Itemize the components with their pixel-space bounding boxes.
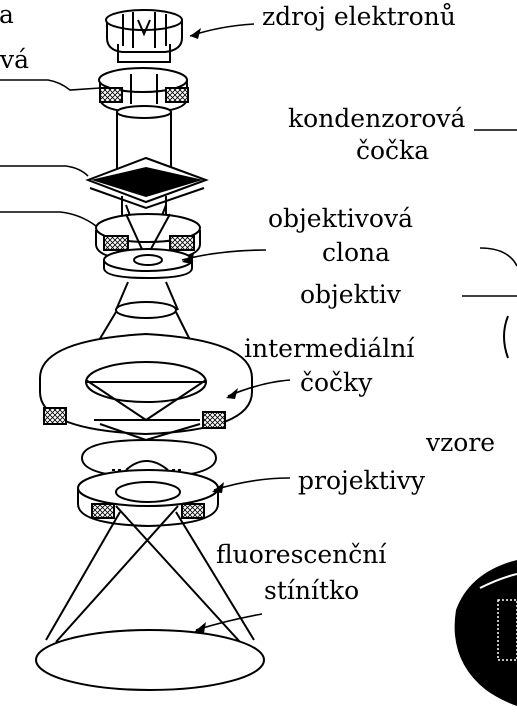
label-intermediate-1: intermediální xyxy=(244,334,414,364)
label-condenser-1: kondenzorová xyxy=(288,104,465,134)
label-screen-2: stínítko xyxy=(264,576,359,606)
label-intermediate-2: čočky xyxy=(300,368,372,398)
label-top-left-a: a xyxy=(0,0,14,30)
projector-lens-icon xyxy=(78,470,218,526)
screen-image-partial xyxy=(455,560,517,706)
electron-source-icon xyxy=(106,10,182,62)
label-objective-aperture-2: clona xyxy=(322,238,390,268)
fluorescent-screen-icon xyxy=(36,630,264,690)
label-screen-1: fluorescenční xyxy=(216,540,386,570)
sample-holder-partial xyxy=(504,316,508,358)
label-electron-source: zdroj elektronů xyxy=(262,2,456,32)
label-specimen: vzore xyxy=(426,428,495,458)
specimen-holder-icon xyxy=(88,158,206,208)
label-condenser-2: čočka xyxy=(356,136,429,166)
label-top-left-va: vá xyxy=(0,45,29,75)
objective-aperture-icon xyxy=(104,249,192,278)
label-objective: objektiv xyxy=(300,280,401,310)
intermediate-lens-icon xyxy=(40,312,252,434)
label-objective-aperture-1: objektivová xyxy=(268,204,413,234)
label-projector: projektivy xyxy=(298,466,425,496)
